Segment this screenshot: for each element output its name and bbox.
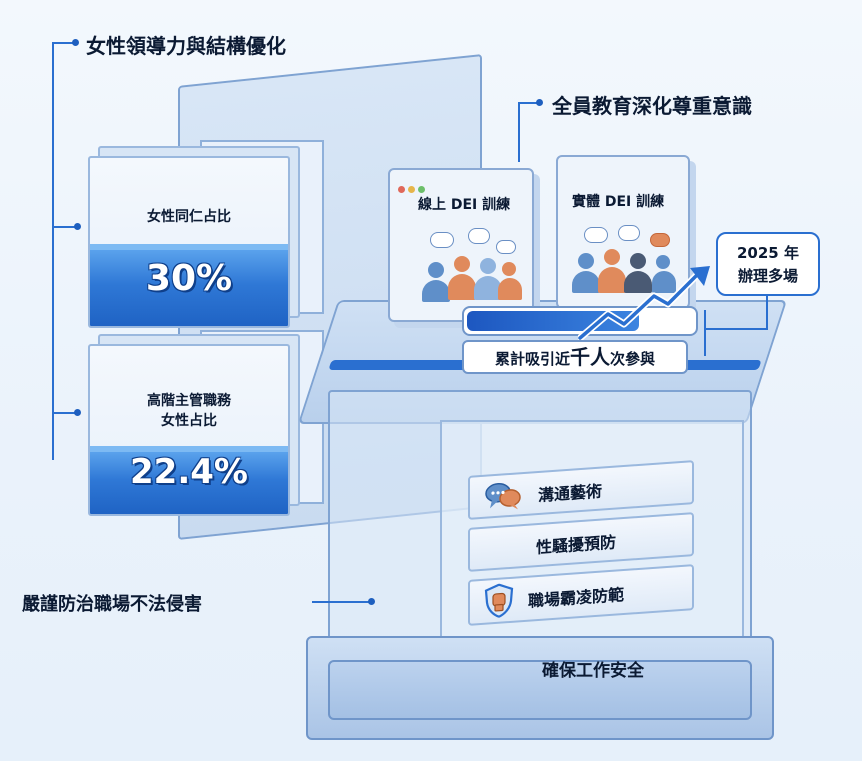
- participation-bracket-h: [704, 328, 768, 330]
- window-dot-red: [398, 186, 405, 193]
- prevention-heading: 嚴謹防治職場不法侵害: [22, 594, 202, 615]
- stat1-bullet: [74, 223, 81, 230]
- person-icon: [624, 271, 652, 293]
- education-connector-h: [518, 102, 538, 104]
- window-dots: [398, 178, 428, 197]
- stat2-bullet: [74, 409, 81, 416]
- chat-bubble-icon: [468, 228, 490, 244]
- trend-arrow-icon: [578, 266, 710, 342]
- callout-connector-v: [766, 292, 768, 330]
- callout-2025-line1: 2025 年: [737, 244, 799, 262]
- stat-liquid-female-ratio: [90, 244, 288, 326]
- screen-online-training: 線上 DEI 訓練: [388, 168, 534, 322]
- screen-title-online: 線上 DEI 訓練: [418, 197, 511, 213]
- chat-bubble-icon: [430, 232, 454, 248]
- participation-suffix: 次參與: [610, 350, 656, 368]
- person-icon: [498, 278, 522, 300]
- stat1-connector: [52, 226, 78, 228]
- callout-2025-line2: 辦理多場: [737, 267, 798, 285]
- shelf-item-communication: 溝通藝術: [468, 460, 694, 520]
- participation-label: 累計吸引近千人次參與: [462, 340, 688, 374]
- leadership-heading: 女性領導力與結構優化: [86, 34, 286, 58]
- stat-value-female-ratio: 30%: [145, 258, 233, 299]
- person-icon: [572, 271, 600, 293]
- person-icon: [448, 274, 476, 300]
- stat-liquid-executive-ratio: [90, 446, 288, 514]
- chat-bubble-icon: [618, 225, 640, 241]
- participation-prefix: 累計吸引近: [494, 350, 570, 368]
- person-icon: [454, 256, 470, 272]
- leadership-bracket-line: [52, 42, 54, 460]
- window-dot-yellow: [408, 186, 415, 193]
- screen-title-physical: 實體 DEI 訓練: [572, 194, 665, 210]
- prevention-connector: [312, 601, 370, 603]
- chat-bubble-icon: [496, 240, 516, 254]
- shelf-label-harassment: 性騷擾預防: [536, 532, 617, 558]
- education-bullet: [536, 99, 543, 106]
- base-platform: 確保工作安全: [306, 636, 774, 740]
- person-icon: [656, 255, 670, 269]
- stat-label-executive-line2: 女性占比: [161, 413, 217, 429]
- person-icon: [428, 262, 444, 278]
- shield-fist-icon: [484, 583, 514, 618]
- stat2-connector: [52, 412, 78, 414]
- participation-bracket-v: [704, 310, 706, 356]
- person-icon: [652, 271, 676, 293]
- shelf-item-bullying-prevention: 職場霸凌防範: [468, 564, 694, 626]
- stat-box-executive-ratio: 高階主管職務 女性占比 22.4%: [88, 344, 290, 516]
- base-front-panel: [328, 660, 752, 720]
- person-icon: [578, 253, 594, 269]
- education-connector-v: [518, 102, 520, 162]
- shelf-label-communication: 溝通藝術: [538, 481, 603, 506]
- chat-bubble-icon: [584, 227, 608, 243]
- base-label: 確保工作安全: [542, 661, 644, 681]
- chat-bubble-icon: [650, 233, 670, 247]
- stat-box-female-ratio: 女性同仁占比 30%: [88, 156, 290, 328]
- stat-label-executive-line1: 高階主管職務: [147, 393, 231, 409]
- window-dot-green: [418, 186, 425, 193]
- person-icon: [598, 267, 626, 293]
- callout-2025: 2025 年 辦理多場: [716, 232, 820, 296]
- screen-physical-training: 實體 DEI 訓練: [556, 155, 690, 309]
- chat-bubbles-icon: [485, 483, 521, 510]
- participation-emphasis: 千人: [570, 345, 610, 369]
- shelf-label-bullying: 職場霸凌防範: [528, 584, 625, 611]
- person-icon: [630, 253, 646, 269]
- leadership-bullet: [72, 39, 79, 46]
- stat-value-executive-ratio: 22.4%: [130, 452, 248, 492]
- person-icon: [480, 258, 496, 274]
- stat-label-female-ratio: 女性同仁占比: [147, 209, 231, 225]
- person-icon: [474, 276, 502, 300]
- person-icon: [604, 249, 620, 265]
- person-icon: [422, 280, 450, 302]
- person-icon: [502, 262, 516, 276]
- prevention-bullet: [368, 598, 375, 605]
- leadership-bracket-top: [52, 42, 76, 44]
- education-heading: 全員教育深化尊重意識: [552, 94, 752, 118]
